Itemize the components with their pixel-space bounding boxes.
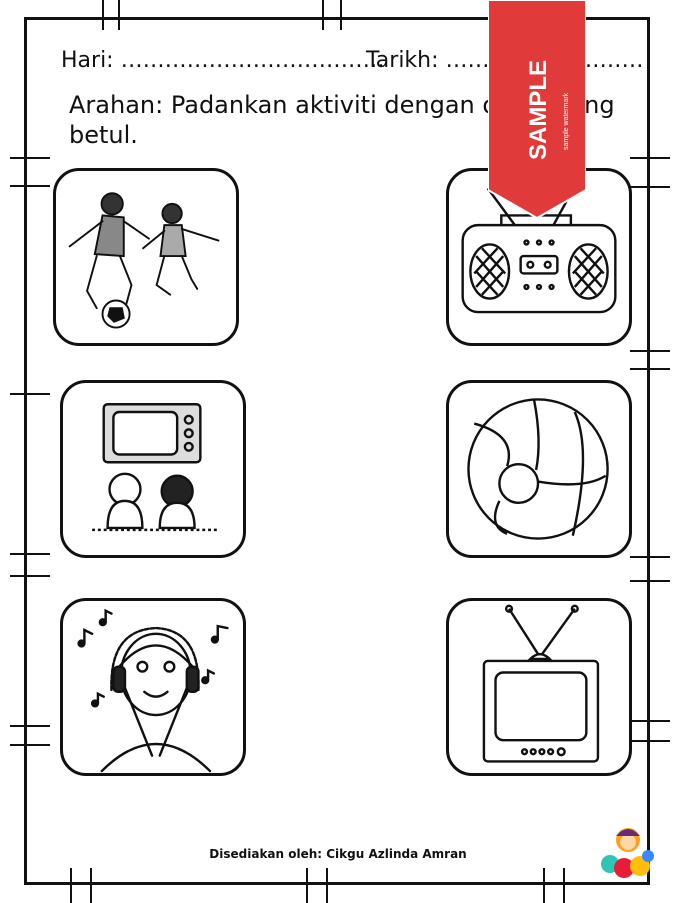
date-label: Tarikh: bbox=[366, 48, 439, 73]
frame-mark bbox=[306, 868, 308, 903]
television-icon bbox=[482, 604, 600, 763]
frame-mark bbox=[118, 0, 120, 30]
frame-mark bbox=[322, 0, 324, 30]
frame-mark bbox=[90, 868, 92, 903]
frame-mark bbox=[10, 575, 50, 577]
girl-listening-music-icon bbox=[77, 608, 229, 773]
children-watching-tv-icon bbox=[92, 403, 218, 532]
frame-mark bbox=[563, 868, 565, 903]
frame-mark bbox=[543, 868, 545, 903]
frame-mark bbox=[630, 157, 670, 159]
frame-mark bbox=[630, 740, 670, 742]
sample-watermark: SAMPLE sample watermark bbox=[487, 0, 587, 220]
object-card-radio[interactable] bbox=[446, 168, 632, 346]
day-label: Hari: bbox=[61, 48, 114, 73]
radio-cassette-player-icon bbox=[461, 182, 617, 314]
frame-mark bbox=[10, 553, 50, 555]
author-logo-icon bbox=[598, 820, 656, 884]
activity-card-football[interactable] bbox=[53, 168, 239, 346]
watermark-subtext: sample watermark bbox=[563, 92, 570, 150]
frame-mark bbox=[630, 186, 670, 188]
frame-mark bbox=[10, 185, 50, 187]
frame-mark bbox=[10, 393, 50, 395]
frame-mark bbox=[630, 368, 670, 370]
activity-card-music[interactable] bbox=[60, 598, 246, 776]
worksheet-frame bbox=[24, 17, 650, 885]
frame-mark bbox=[102, 0, 104, 30]
frame-mark bbox=[70, 868, 72, 903]
frame-mark bbox=[326, 868, 328, 903]
beach-ball-icon bbox=[467, 398, 609, 540]
footer-credit: Disediakan oleh: Cikgu Azlinda Amran bbox=[209, 847, 467, 861]
object-card-ball[interactable] bbox=[446, 380, 632, 558]
frame-mark bbox=[630, 580, 670, 582]
watermark-label: SAMPLE bbox=[525, 60, 552, 160]
object-card-tv[interactable] bbox=[446, 598, 632, 776]
day-blank: ……………………………… bbox=[120, 48, 385, 73]
activity-card-watching-tv[interactable] bbox=[60, 380, 246, 558]
frame-mark bbox=[630, 350, 670, 352]
frame-mark bbox=[10, 744, 50, 746]
day-field[interactable]: Hari: ……………………………… bbox=[61, 48, 385, 73]
frame-mark bbox=[340, 0, 342, 30]
frame-mark bbox=[630, 720, 670, 722]
frame-mark bbox=[630, 556, 670, 558]
frame-mark bbox=[10, 725, 50, 727]
frame-mark bbox=[10, 157, 50, 159]
children-playing-football-icon bbox=[68, 192, 220, 329]
